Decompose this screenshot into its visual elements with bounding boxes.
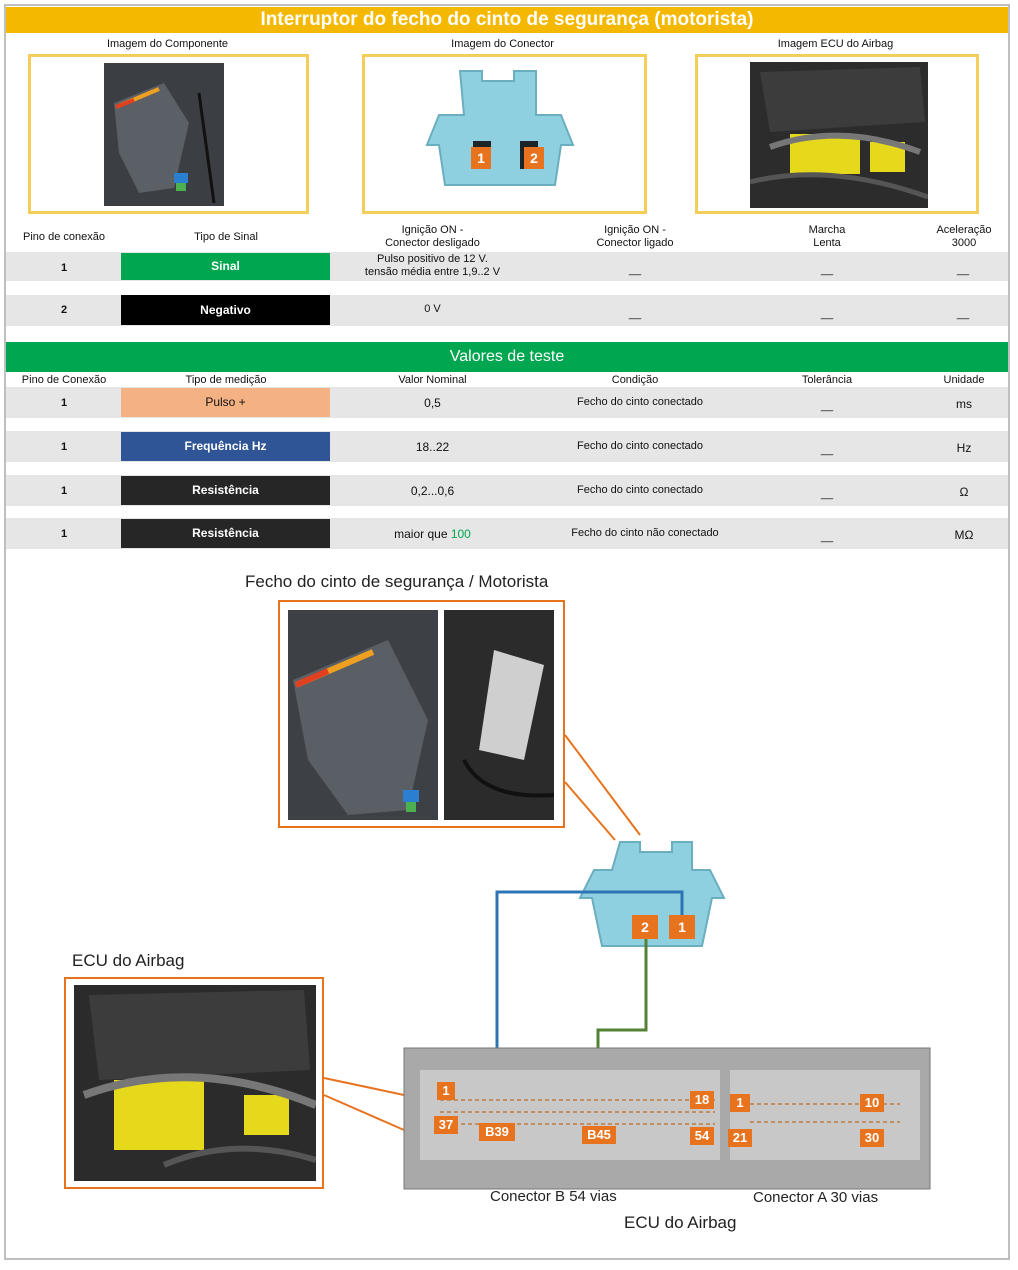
tv-row-3-nominal: 0,2...0,6 bbox=[410, 484, 455, 498]
tv-row-4-nominal: maior que 100 bbox=[345, 527, 520, 541]
pin-row-2-idle: __ bbox=[820, 308, 834, 320]
tv-row-1-pin: 1 bbox=[60, 397, 68, 409]
tv-condition-header: Condição bbox=[611, 374, 659, 386]
component-image-caption: Imagem do Componente bbox=[106, 38, 229, 50]
tv-row-1-tolerance: __ bbox=[820, 400, 834, 412]
page-frame bbox=[4, 4, 1010, 1260]
ignition-off-header: Ignição ON - Conector desligado bbox=[385, 224, 480, 249]
tv-tolerance-header: Tolerância bbox=[801, 374, 853, 386]
tv-pin-header: Pino de Conexão bbox=[21, 374, 107, 386]
buckle-photo-box bbox=[278, 600, 565, 828]
acceleration-header: Aceleração 3000 bbox=[936, 224, 992, 249]
tv-row-4-tolerance: __ bbox=[820, 531, 834, 543]
connector-b-label: Conector B 54 vias bbox=[490, 1188, 617, 1205]
ecu-diagram-title: ECU do Airbag bbox=[72, 951, 185, 970]
connector-image-caption: Imagem do Conector bbox=[451, 38, 554, 50]
ecu-b-pin-b45: B45 bbox=[582, 1126, 616, 1144]
tv-row-4-nominal-highlight: 100 bbox=[450, 527, 471, 541]
pin-row-1-ignition-off: Pulso positivo de 12 V. tensão média ent… bbox=[364, 253, 501, 278]
pin-row-1-idle: __ bbox=[820, 264, 834, 276]
ecu-diagram-photo bbox=[74, 985, 316, 1181]
ecu-a-pin-1: 1 bbox=[730, 1094, 750, 1112]
tv-row-4-condition: Fecho do cinto não conectado bbox=[571, 527, 719, 539]
ecu-b-pin-37: 37 bbox=[434, 1116, 458, 1134]
tv-row-4-nominal-prefix: maior que bbox=[394, 527, 451, 541]
component-photo bbox=[104, 63, 224, 206]
tv-row-2-unit: Hz bbox=[956, 441, 972, 455]
ecu-a-pin-21: 21 bbox=[728, 1129, 752, 1147]
diagram-connector-pin-1: 1 bbox=[669, 915, 695, 939]
tv-row-1-unit: ms bbox=[956, 397, 972, 411]
ecu-a-pin-30: 30 bbox=[860, 1129, 884, 1147]
tv-row-3-tolerance: __ bbox=[820, 488, 834, 500]
connector-pin-1-tag: 1 bbox=[471, 147, 491, 169]
ecu-bottom-label: ECU do Airbag bbox=[624, 1213, 737, 1232]
ecu-image-box bbox=[695, 54, 979, 214]
tv-row-2-type: Frequência Hz bbox=[121, 432, 330, 461]
tv-row-3-type: Resistência bbox=[121, 476, 330, 505]
pin-row-2-ignition-on: __ bbox=[628, 308, 642, 320]
tv-row-3-pin: 1 bbox=[60, 485, 68, 497]
ecu-photo bbox=[750, 62, 928, 208]
pin-row-2-pin: 2 bbox=[60, 304, 68, 316]
pin-header: Pino de conexão bbox=[23, 231, 105, 243]
tv-type-header: Tipo de medição bbox=[185, 374, 267, 386]
tv-unit-header: Unidade bbox=[943, 374, 985, 386]
ignition-on-header: Ignição ON - Conector ligado bbox=[596, 224, 674, 249]
tv-row-2-condition: Fecho do cinto conectado bbox=[577, 440, 703, 452]
ecu-a-pin-10: 10 bbox=[860, 1094, 884, 1112]
diagram-connector-pin-2: 2 bbox=[632, 915, 658, 939]
tv-row-4-type: Resistência bbox=[121, 519, 330, 548]
ecu-b-pin-b39: B39 bbox=[479, 1123, 515, 1141]
tv-row-1-type: Pulso + bbox=[121, 388, 330, 417]
connector-drawing bbox=[425, 70, 575, 186]
tv-row-3-unit: Ω bbox=[959, 485, 969, 499]
ecu-image-caption: Imagem ECU do Airbag bbox=[777, 38, 894, 50]
pin-row-2-accel: __ bbox=[956, 308, 970, 320]
buckle-connector-photo bbox=[444, 610, 554, 820]
pin-row-1-ignition-on: __ bbox=[628, 264, 642, 276]
pin-row-1-pin: 1 bbox=[60, 262, 68, 274]
component-image-box bbox=[28, 54, 309, 214]
tv-row-1-nominal: 0,5 bbox=[424, 396, 441, 410]
ecu-b-pin-1: 1 bbox=[437, 1082, 455, 1100]
pin-row-1-signal: Sinal bbox=[121, 253, 330, 280]
ecu-b-pin-54: 54 bbox=[690, 1127, 714, 1145]
connector-a-label: Conector A 30 vias bbox=[753, 1189, 879, 1206]
ecu-photo-box bbox=[64, 977, 324, 1189]
tv-row-2-pin: 1 bbox=[60, 441, 68, 453]
page-title: Interruptor do fecho do cinto de seguran… bbox=[6, 7, 1008, 33]
tv-row-2-tolerance: __ bbox=[820, 444, 834, 456]
buckle-diagram-title: Fecho do cinto de segurança / Motorista bbox=[245, 572, 549, 591]
pin-row-2-signal: Negativo bbox=[121, 295, 330, 325]
connector-pin-2-tag: 2 bbox=[524, 147, 544, 169]
idle-header: Marcha Lenta bbox=[808, 224, 846, 249]
tv-row-2-nominal: 18..22 bbox=[415, 440, 450, 454]
test-values-title: Valores de teste bbox=[6, 342, 1008, 372]
tv-nominal-header: Valor Nominal bbox=[398, 374, 467, 386]
pin-row-2-ignition-off: 0 V bbox=[424, 303, 441, 315]
tv-row-4-unit: MΩ bbox=[954, 528, 974, 542]
pin-row-1-accel: __ bbox=[956, 264, 970, 276]
tv-row-3-condition: Fecho do cinto conectado bbox=[577, 484, 703, 496]
connector-image-box: 1 2 bbox=[362, 54, 647, 214]
signal-type-header: Tipo de Sinal bbox=[194, 231, 258, 243]
ecu-b-pin-18: 18 bbox=[690, 1091, 714, 1109]
tv-row-1-condition: Fecho do cinto conectado bbox=[577, 396, 703, 408]
buckle-photo bbox=[288, 610, 438, 820]
tv-row-4-pin: 1 bbox=[60, 528, 68, 540]
